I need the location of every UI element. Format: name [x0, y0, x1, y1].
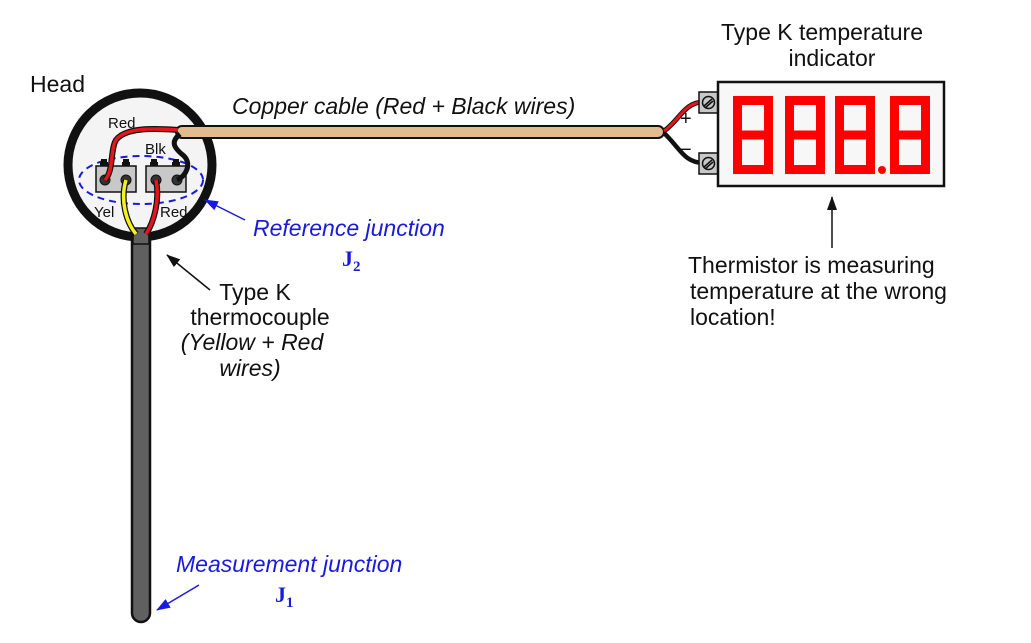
display-segment: [785, 165, 825, 174]
display-segment: [816, 96, 825, 174]
wire-black-copper: [171, 132, 191, 183]
thermistor-note-line1: Thermistor is measuring: [688, 252, 935, 278]
display-digit: [835, 96, 875, 174]
seven-segment-display: [733, 96, 930, 174]
thermistor-note-line3: location!: [690, 304, 776, 330]
display-digit: [733, 96, 773, 174]
thermocouple-label-line4: wires): [219, 355, 280, 381]
display-segment: [835, 130, 875, 140]
copper-cable: [175, 125, 665, 139]
display-segment: [785, 96, 794, 174]
display-segment: [835, 96, 844, 174]
thermocouple-label-line2: thermocouple: [190, 304, 329, 330]
terminal-positive: [698, 91, 719, 114]
display-segment: [890, 96, 899, 174]
thermistor-note-line2: temperature at the wrong: [690, 278, 947, 304]
terminal-minus-label: −: [680, 139, 692, 161]
display-segment: [733, 130, 773, 140]
display-digit: [785, 96, 825, 174]
thermocouple-label-line1: Type K: [219, 279, 291, 305]
wire-label-yel: Yel: [94, 204, 114, 221]
wire-label-red-bottom: Red: [160, 204, 188, 221]
thermocouple-probe: [130, 226, 152, 624]
reference-junction-boundary: [78, 155, 204, 205]
terminal-negative: [698, 152, 719, 175]
display-segment: [890, 96, 930, 105]
display-segment: [890, 130, 930, 140]
indicator-title-line1: Type K temperature: [721, 19, 923, 45]
j2-label: J2: [342, 246, 361, 275]
display-digit: [890, 96, 930, 174]
measurement-junction-arrow: [156, 584, 200, 611]
display-segment: [733, 165, 773, 174]
display-segment: [733, 96, 742, 174]
decimal-point: [878, 166, 886, 174]
reference-junction-arrow: [204, 199, 246, 221]
wire-label-red-top: Red: [108, 115, 136, 132]
terminal-block-left: [95, 159, 137, 193]
display-segment: [890, 165, 930, 174]
display-segment: [733, 96, 773, 105]
display-segment: [835, 96, 875, 105]
connection-head: [63, 88, 217, 242]
head-label: Head: [30, 71, 85, 97]
thermocouple-arrow: [166, 254, 211, 291]
terminal-plus-label: +: [680, 108, 692, 130]
copper-cable-label: Copper cable (Red + Black wires): [232, 93, 575, 119]
j1-label: J1: [275, 582, 294, 611]
display-segment: [921, 96, 930, 174]
display-segment: [866, 96, 875, 174]
display-segment: [785, 96, 825, 105]
display-segment: [764, 96, 773, 174]
wire-label-blk: Blk: [145, 141, 166, 158]
display-segment: [835, 165, 875, 174]
indicator-title-line2: indicator: [789, 45, 876, 71]
reference-junction-label: Reference junction: [253, 215, 445, 241]
thermocouple-label-line3: (Yellow + Red: [181, 329, 325, 355]
display-segment: [785, 130, 825, 140]
measurement-junction-label: Measurement junction: [176, 551, 402, 577]
